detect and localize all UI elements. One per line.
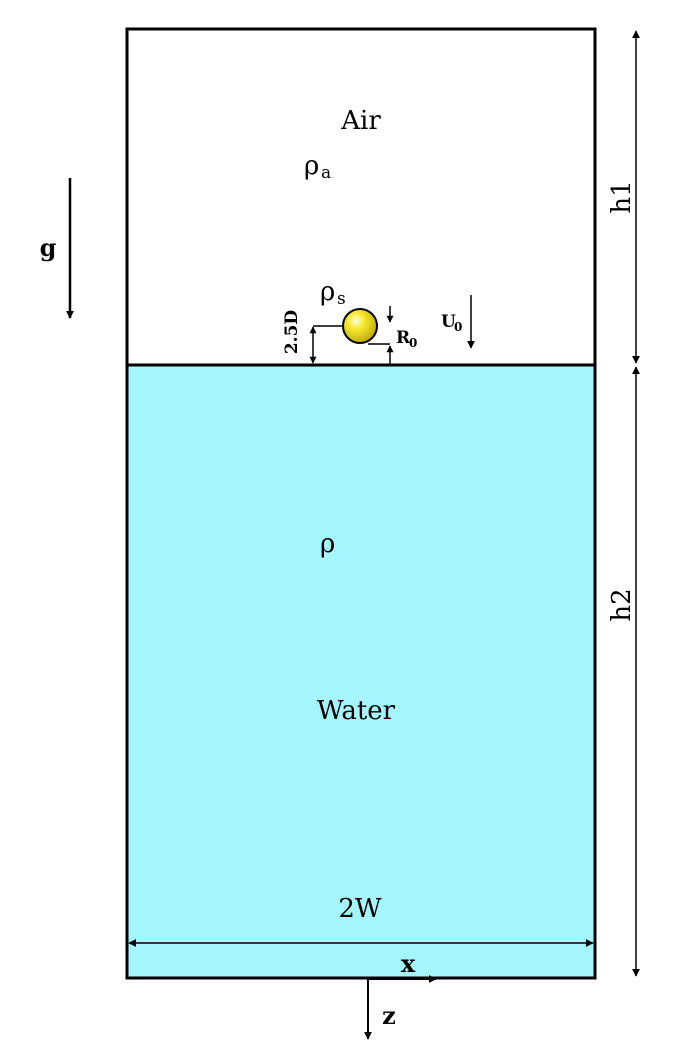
- z-axis-label: z: [382, 1001, 396, 1030]
- water-label: Water: [317, 696, 396, 726]
- velocity-subscript: 0: [454, 320, 462, 334]
- radius-subscript: 0: [409, 336, 417, 350]
- air-density-subscript: a: [321, 163, 331, 183]
- offset-label: 2.5D: [282, 310, 302, 355]
- x-axis-label: x: [401, 949, 416, 978]
- sphere: [342, 308, 378, 344]
- h2-label: h2: [607, 588, 637, 621]
- water-region: [125, 363, 597, 980]
- sphere-density-symbol: ρ: [320, 277, 335, 307]
- width-label: 2W: [338, 894, 382, 924]
- air-density-symbol: ρ: [304, 151, 319, 181]
- gravity-label: g: [40, 233, 57, 262]
- water-density-symbol: ρ: [320, 529, 335, 559]
- radius-label: R: [396, 328, 411, 348]
- velocity-label: U: [441, 312, 456, 332]
- sphere-density-subscript: s: [337, 289, 346, 309]
- air-label: Air: [340, 106, 381, 136]
- h1-label: h1: [607, 180, 637, 213]
